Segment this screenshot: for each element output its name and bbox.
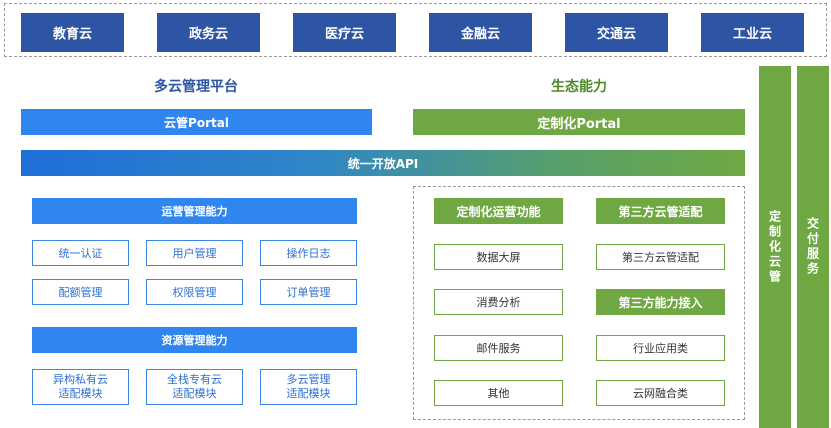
cloud-transportation: 交通云 [565, 13, 668, 52]
op-item-order-mgmt: 订单管理 [260, 279, 357, 305]
cloud-education: 教育云 [21, 13, 124, 52]
third-party-cloud-adapter: 第三方云管适配 [596, 244, 725, 270]
cloud-types-frame [4, 3, 827, 57]
res-item-fullstack-cloud-line2: 适配模块 [172, 387, 217, 400]
op-item-operation-log: 操作日志 [260, 240, 357, 266]
operations-capability-header: 运营管理能力 [32, 198, 357, 224]
res-item-multicloud-line1: 多云管理 [286, 373, 331, 386]
cloud-portal-bar: 云管Portal [21, 109, 372, 135]
op-item-permission-mgmt: 权限管理 [146, 279, 243, 305]
custom-ops-consumption: 消费分析 [434, 289, 563, 315]
op-item-user-mgmt: 用户管理 [146, 240, 243, 266]
res-item-multicloud: 多云管理 适配模块 [260, 369, 357, 405]
cloud-finance: 金融云 [429, 13, 532, 52]
custom-portal-bar: 定制化Portal [413, 109, 745, 135]
res-item-multicloud-line2: 适配模块 [286, 387, 331, 400]
cloud-medical: 医疗云 [293, 13, 396, 52]
resource-capability-header: 资源管理能力 [32, 327, 357, 353]
third-party-cloud-header: 第三方云管适配 [596, 198, 725, 224]
multicloud-platform-title: 多云管理平台 [154, 79, 238, 95]
res-item-fullstack-cloud: 全栈专有云 适配模块 [146, 369, 243, 405]
res-item-private-cloud: 异构私有云 适配模块 [32, 369, 129, 405]
third-party-industry-apps: 行业应用类 [596, 335, 725, 361]
ecosystem-title: 生态能力 [551, 79, 607, 95]
custom-ops-mail-service: 邮件服务 [434, 335, 563, 361]
res-item-private-cloud-line1: 异构私有云 [53, 373, 108, 386]
delivery-service-sidebar: 交付服务 [797, 66, 829, 428]
cloud-government: 政务云 [157, 13, 260, 52]
ecosystem-frame [413, 186, 745, 420]
op-item-quota-mgmt: 配额管理 [32, 279, 129, 305]
third-party-ability-header: 第三方能力接入 [596, 289, 725, 315]
res-item-private-cloud-line2: 适配模块 [58, 387, 103, 400]
op-item-unified-auth: 统一认证 [32, 240, 129, 266]
custom-ops-data-screen: 数据大屏 [434, 244, 563, 270]
cloud-industry: 工业云 [701, 13, 804, 52]
custom-cloud-mgmt-sidebar: 定制化云管 [759, 66, 791, 428]
res-item-fullstack-cloud-line1: 全栈专有云 [167, 373, 222, 386]
custom-ops-header: 定制化运营功能 [434, 198, 563, 224]
custom-ops-other: 其他 [434, 380, 563, 406]
unified-open-api-bar: 统一开放API [21, 150, 745, 176]
third-party-cloud-network: 云网融合类 [596, 380, 725, 406]
